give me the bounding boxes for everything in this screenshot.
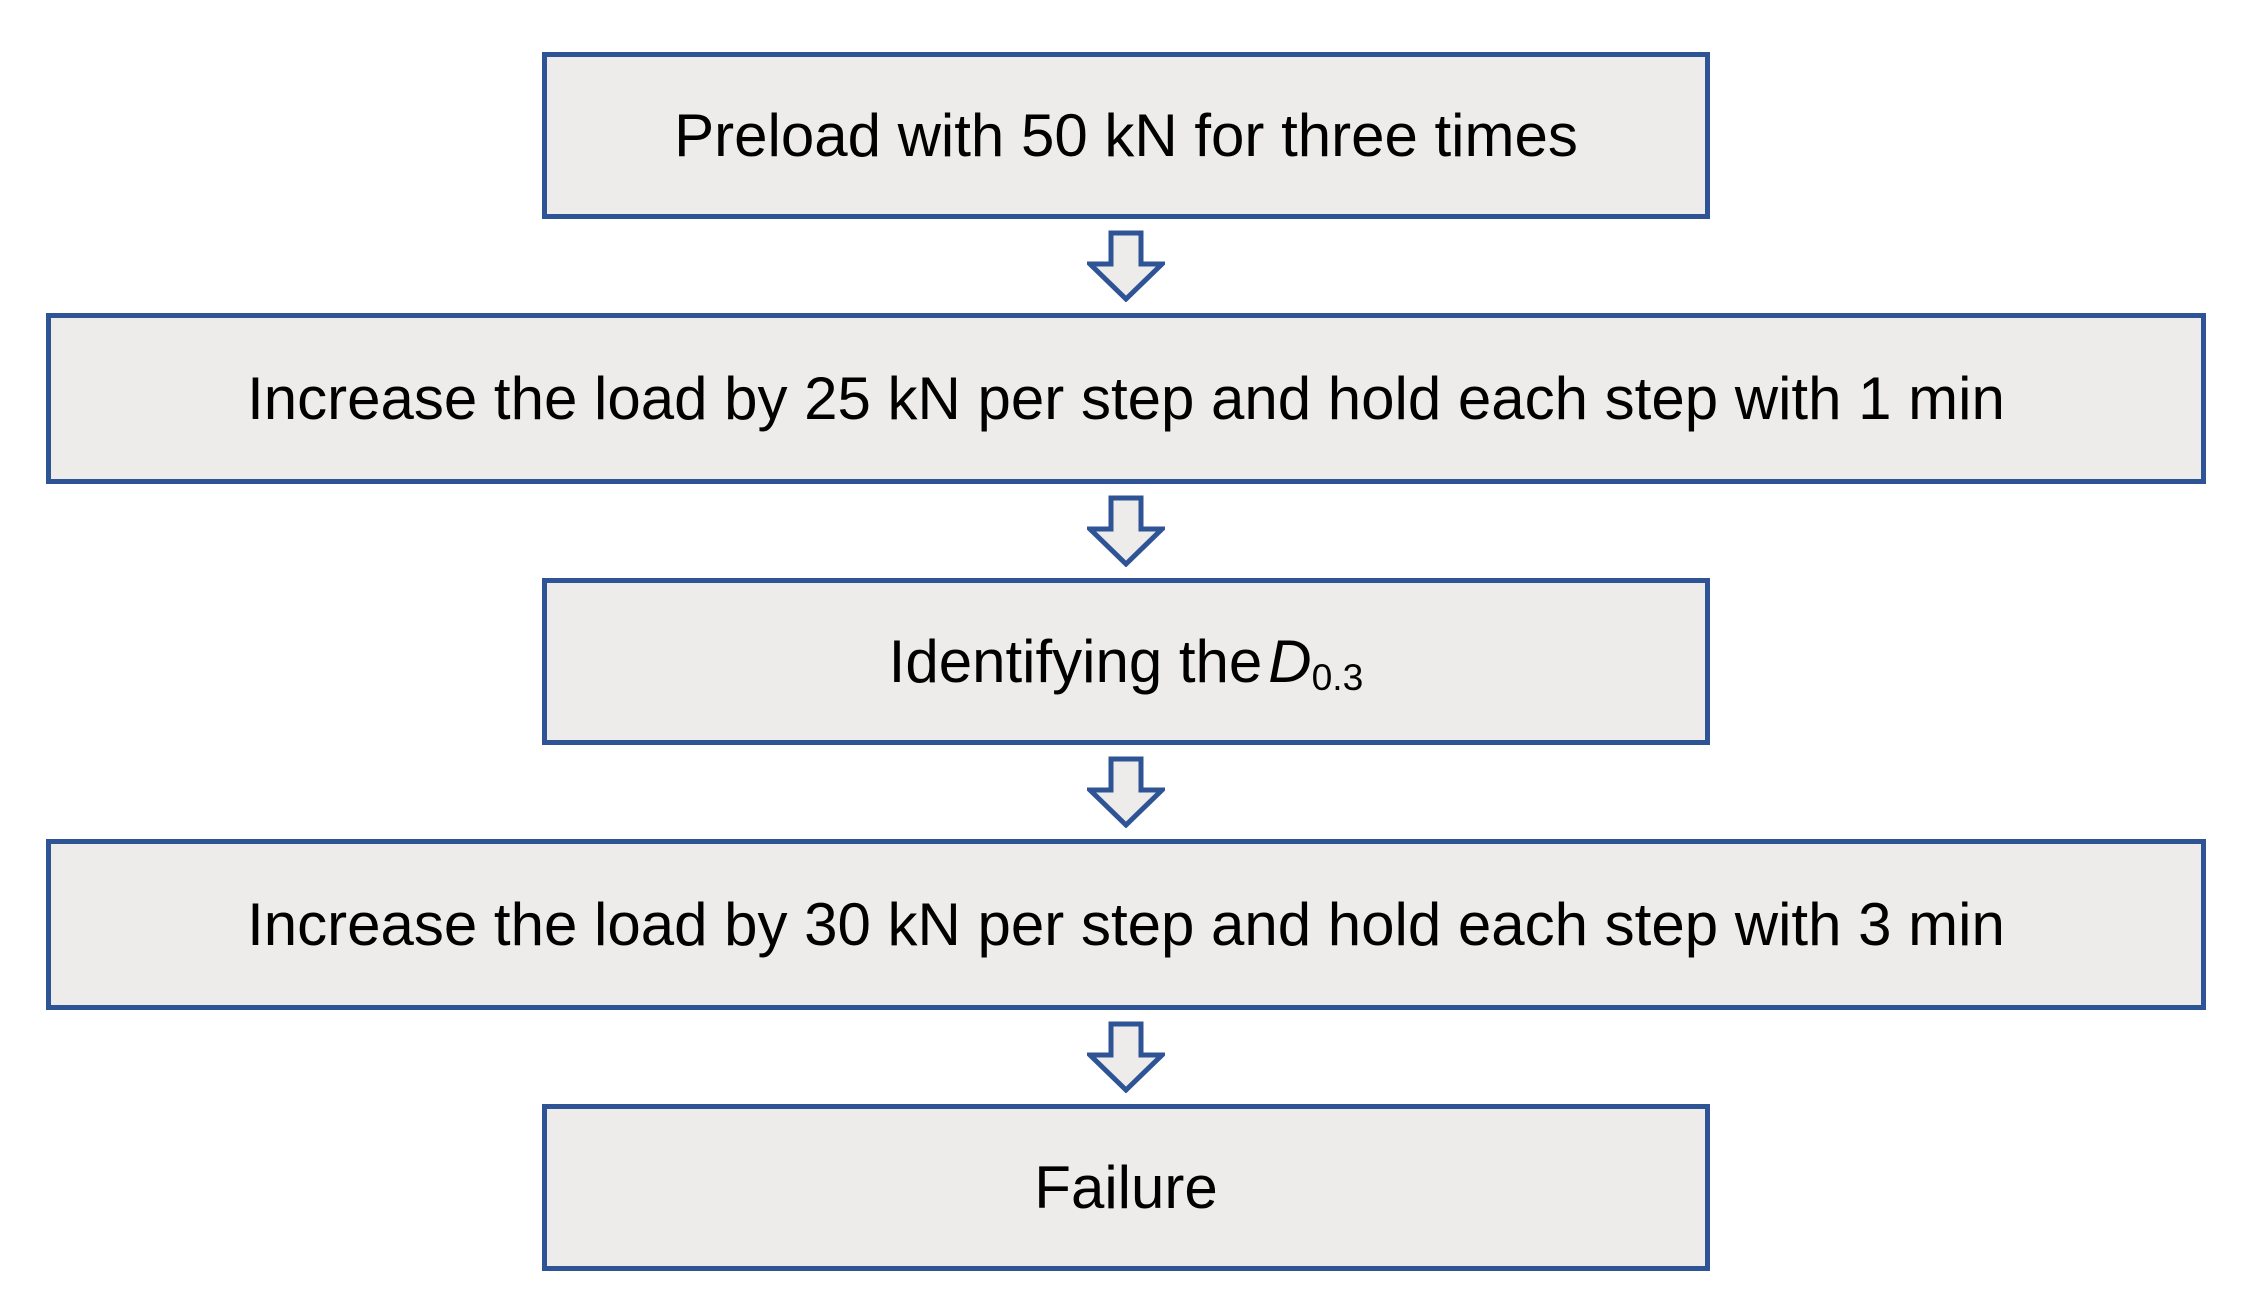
flowchart-step-failure: Failure	[542, 1104, 1710, 1271]
step-label: Preload with 50 kN for three times	[674, 101, 1578, 169]
step-label: Increase the load by 30 kN per step and …	[247, 890, 2005, 958]
down-arrow-icon	[1087, 230, 1165, 302]
step-label: Increase the load by 25 kN per step and …	[247, 364, 2005, 432]
flowchart-step-preload: Preload with 50 kN for three times	[542, 52, 1710, 219]
d-symbol-subscript: 0.3	[1311, 655, 1364, 698]
flowchart-step-increase-30kn: Increase the load by 30 kN per step and …	[46, 839, 2206, 1010]
step-label-prefix: Identifying the	[888, 627, 1263, 695]
d-symbol: D	[1268, 627, 1312, 695]
down-arrow-icon	[1087, 1021, 1165, 1093]
down-arrow-icon	[1087, 495, 1165, 567]
step-label: Failure	[1034, 1153, 1218, 1221]
down-arrow-icon	[1087, 756, 1165, 828]
flowchart-step-increase-25kn: Increase the load by 25 kN per step and …	[46, 313, 2206, 484]
